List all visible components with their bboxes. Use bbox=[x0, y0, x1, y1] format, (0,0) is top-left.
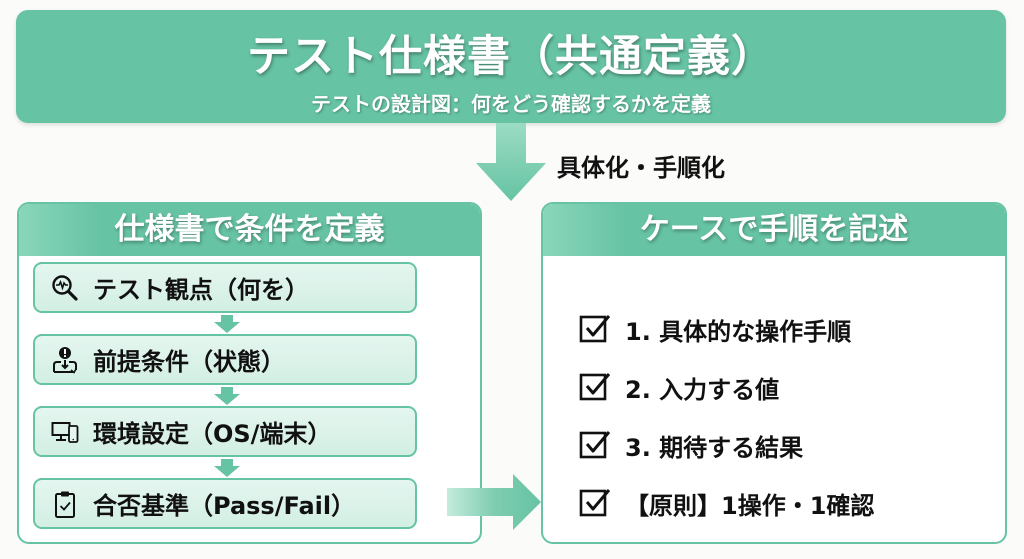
checklist-item: 【原則】1操作・1確認 bbox=[579, 474, 874, 532]
step-pass-fail-criteria: 合否基準（Pass/Fail） bbox=[33, 478, 417, 529]
step-label: 前提条件（状態） bbox=[93, 348, 285, 376]
checklist-item: 2. 入力する値 bbox=[579, 358, 874, 416]
step-label: テスト観点（何を） bbox=[93, 276, 309, 304]
checklist-item: 1. 具体的な操作手順 bbox=[579, 300, 874, 358]
checkbox-icon bbox=[579, 489, 611, 517]
checklist-label: 1. 具体的な操作手順 bbox=[625, 317, 852, 346]
step-test-viewpoint: テスト観点（何を） bbox=[33, 262, 417, 313]
down-arrow-icon bbox=[476, 123, 546, 201]
checkbox-icon bbox=[579, 431, 611, 459]
step-environment: 環境設定（OS/端末） bbox=[33, 406, 417, 457]
case-panel: ケースで手順を記述 1. 具体的な操作手順 2. 入力する値 3. 期待する結果 bbox=[541, 202, 1007, 544]
checkbox-icon bbox=[579, 373, 611, 401]
checklist: 1. 具体的な操作手順 2. 入力する値 3. 期待する結果 【原則】1操作・1… bbox=[579, 300, 874, 532]
checklist-label: 3. 期待する結果 bbox=[625, 433, 804, 462]
flow-label: 具体化・手順化 bbox=[557, 154, 725, 182]
clipboard-check-icon bbox=[55, 491, 75, 518]
spec-panel-heading: 仕様書で条件を定義 bbox=[19, 204, 480, 256]
step-label: 環境設定（OS/端末） bbox=[93, 420, 332, 448]
checklist-label: 2. 入力する値 bbox=[625, 375, 780, 404]
step-label: 合否基準（Pass/Fail） bbox=[93, 492, 356, 520]
header-banner: テスト仕様書（共通定義） テストの設計図：何をどう確認するかを定義 bbox=[16, 10, 1006, 123]
step-down-arrow-icon bbox=[214, 387, 240, 405]
user-alert-icon bbox=[53, 346, 77, 374]
checklist-item: 3. 期待する結果 bbox=[579, 416, 874, 474]
search-pulse-icon bbox=[52, 274, 78, 301]
right-arrow-icon bbox=[447, 474, 541, 530]
checklist-label: 【原則】1操作・1確認 bbox=[625, 491, 875, 520]
page-subtitle: テストの設計図：何をどう確認するかを定義 bbox=[311, 92, 711, 116]
desktop-mobile-icon bbox=[51, 421, 79, 443]
page-title: テスト仕様書（共通定義） bbox=[247, 32, 775, 82]
checkbox-icon bbox=[579, 315, 611, 343]
case-panel-heading: ケースで手順を記述 bbox=[543, 204, 1005, 256]
step-down-arrow-icon bbox=[214, 459, 240, 477]
step-down-arrow-icon bbox=[214, 315, 240, 333]
step-preconditions: 前提条件（状態） bbox=[33, 334, 417, 385]
